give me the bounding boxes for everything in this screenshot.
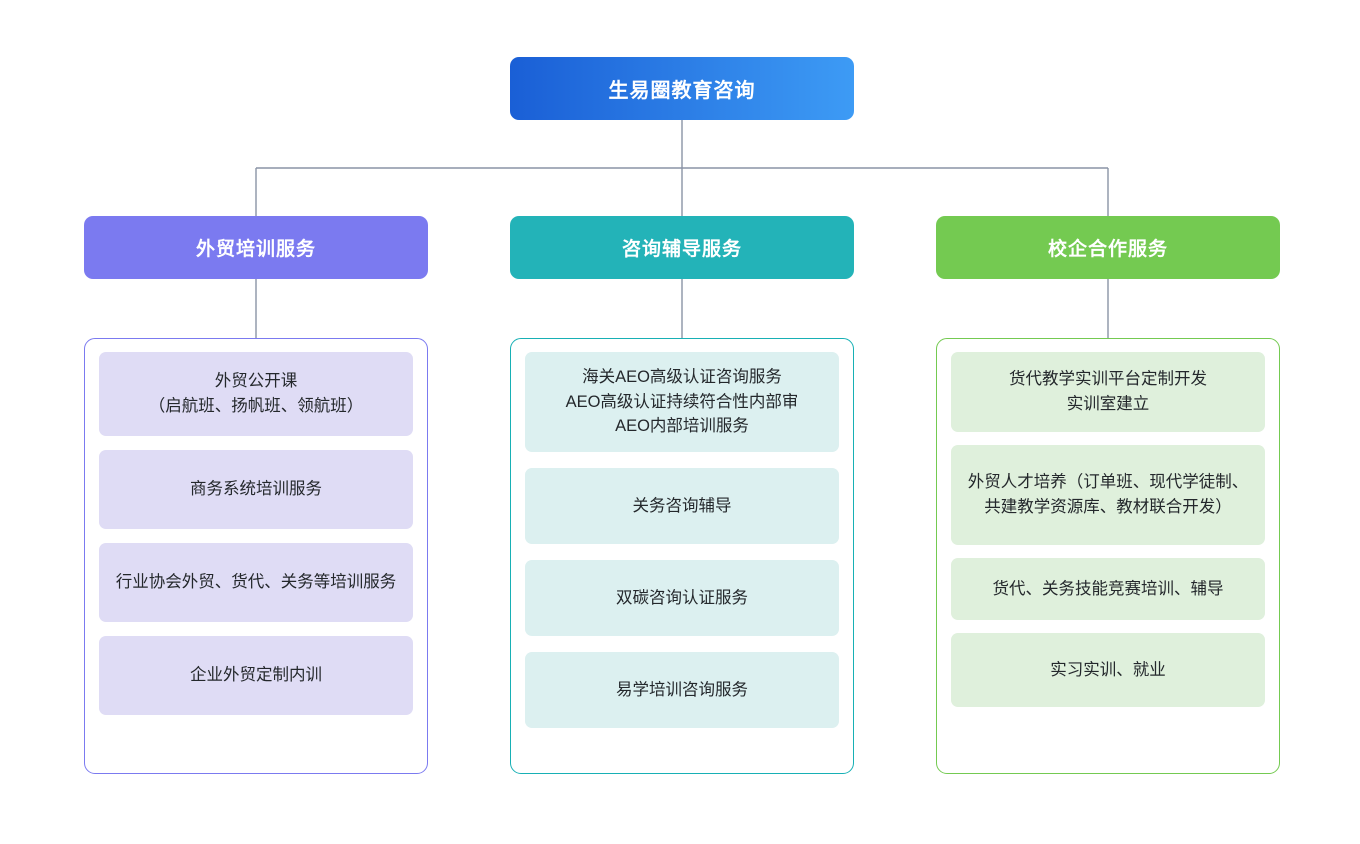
service-card[interactable]: 关务咨询辅导 (525, 468, 839, 544)
service-card[interactable]: 海关AEO高级认证咨询服务 AEO高级认证持续符合性内部审 AEO内部培训服务 (525, 352, 839, 452)
branch-column-school-enterprise: 校企合作服务 货代教学实训平台定制开发 实训室建立 外贸人才培养（订单班、现代学… (936, 216, 1280, 774)
service-card[interactable]: 外贸人才培养（订单班、现代学徒制、共建教学资源库、教材联合开发） (951, 445, 1265, 545)
service-card[interactable]: 易学培训咨询服务 (525, 652, 839, 728)
card-container-consulting: 海关AEO高级认证咨询服务 AEO高级认证持续符合性内部审 AEO内部培训服务 … (510, 338, 854, 774)
service-card[interactable]: 商务系统培训服务 (99, 450, 413, 529)
branch-column-consulting: 咨询辅导服务 海关AEO高级认证咨询服务 AEO高级认证持续符合性内部审 AEO… (510, 216, 854, 774)
branch-header-label: 校企合作服务 (1047, 239, 1168, 260)
branch-header-school-enterprise[interactable]: 校企合作服务 (936, 216, 1280, 279)
service-card[interactable]: 货代、关务技能竞赛培训、辅导 (951, 558, 1265, 620)
service-card[interactable]: 企业外贸定制内训 (99, 636, 413, 715)
service-card[interactable]: 双碳咨询认证服务 (525, 560, 839, 636)
service-card[interactable]: 实习实训、就业 (951, 633, 1265, 707)
branch-column-training: 外贸培训服务 外贸公开课 （启航班、扬帆班、领航班） 商务系统培训服务 行业协会… (84, 216, 428, 774)
card-container-training: 外贸公开课 （启航班、扬帆班、领航班） 商务系统培训服务 行业协会外贸、货代、关… (84, 338, 428, 774)
service-card[interactable]: 行业协会外贸、货代、关务等培训服务 (99, 543, 413, 622)
branch-header-consulting[interactable]: 咨询辅导服务 (510, 216, 854, 279)
branch-header-label: 外贸培训服务 (195, 239, 316, 260)
branch-header-label: 咨询辅导服务 (621, 239, 742, 260)
root-node[interactable]: 生易圈教育咨询 (510, 57, 854, 120)
card-container-school-enterprise: 货代教学实训平台定制开发 实训室建立 外贸人才培养（订单班、现代学徒制、共建教学… (936, 338, 1280, 774)
branch-header-training[interactable]: 外贸培训服务 (84, 216, 428, 279)
service-card[interactable]: 外贸公开课 （启航班、扬帆班、领航班） (99, 352, 413, 436)
service-card[interactable]: 货代教学实训平台定制开发 实训室建立 (951, 352, 1265, 432)
root-node-label: 生易圈教育咨询 (608, 80, 756, 102)
